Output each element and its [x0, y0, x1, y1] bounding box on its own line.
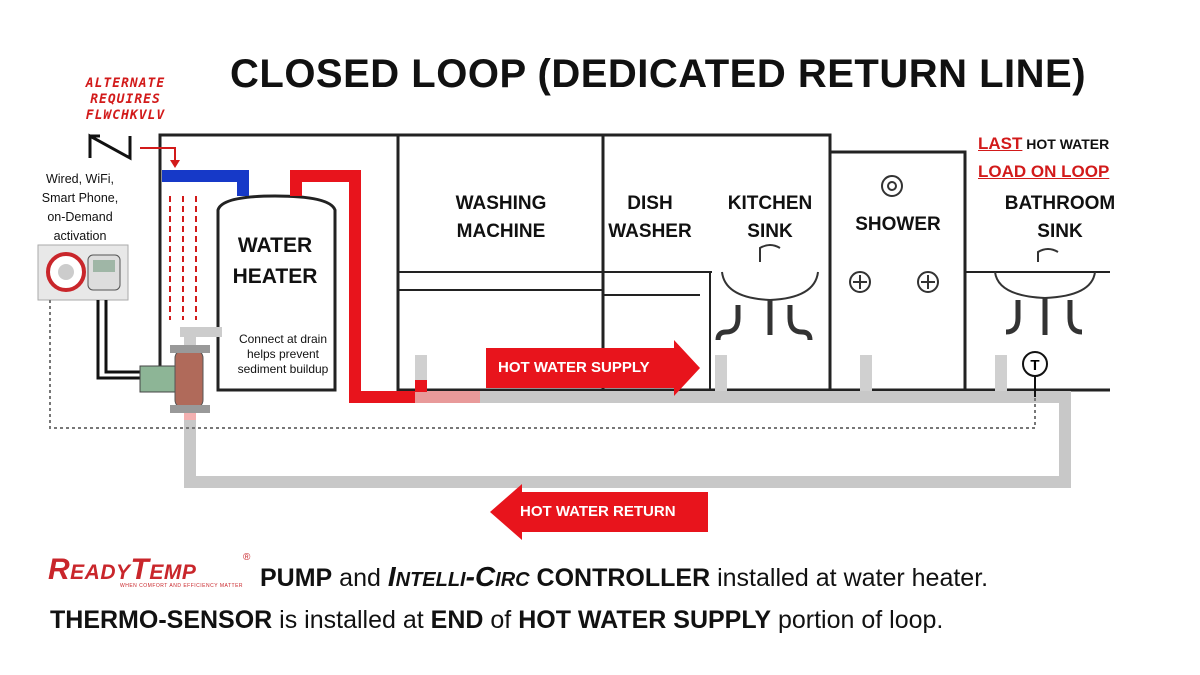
- controller-icon: [37, 244, 129, 301]
- alternate-note-line: FLWCHKVLV: [85, 108, 166, 123]
- brand-tagline: WHEN COMFORT AND EFFICIENCY MATTER: [120, 583, 244, 589]
- caption-line-1: PUMP and Intelli-Circ CONTROLLER install…: [260, 561, 988, 593]
- control-wires: [96, 300, 140, 380]
- thermo-sensor-icon: T: [1022, 351, 1048, 397]
- caption-line-2: THERMO-SENSOR is installed at END of HOT…: [50, 606, 943, 635]
- drain-note: Connect at drain helps prevent sediment …: [224, 332, 342, 377]
- drain-note-line: Connect at drain: [238, 332, 328, 346]
- caption-word: installed at water heater.: [710, 564, 989, 592]
- supply-arrow: [486, 340, 700, 396]
- water-heater-line: HEATER: [232, 265, 318, 288]
- return-arrow: [490, 484, 708, 540]
- shower-stub: [860, 355, 872, 391]
- return-arrow-label: HOT WATER RETURN: [520, 503, 676, 520]
- pump-icon: [139, 345, 210, 413]
- caption-word: THERMO-SENSOR: [50, 606, 273, 634]
- washer-stub-red: [415, 380, 427, 392]
- water-heater-label: WATER HEATER: [220, 230, 330, 292]
- kitchen-sink-label: KITCHEN SINK: [720, 190, 820, 246]
- alternate-note-line: ALTERNATE: [85, 76, 166, 91]
- trademark-symbol: ®: [243, 552, 251, 563]
- cold-inlet-pipe: [162, 170, 249, 196]
- water-heater-line: WATER: [237, 234, 313, 257]
- sensor-wire: [49, 300, 1036, 429]
- caption-word: Intelli-Circ: [387, 561, 530, 592]
- bathroom-sink-icon: [994, 248, 1096, 335]
- drain-note-line: sediment buildup: [237, 362, 329, 376]
- controller-note: Wired, WiFi, Smart Phone, on-Demand acti…: [25, 170, 135, 246]
- alternate-note: ALTERNATE REQUIRES FLWCHKVLV: [58, 76, 193, 124]
- caption-word: of: [483, 606, 519, 634]
- sensor-symbol: T: [1030, 357, 1039, 374]
- caption-word: is installed at: [272, 606, 431, 634]
- check-valve-icon: [88, 133, 132, 161]
- shower-label: SHOWER: [855, 214, 941, 235]
- caption-word: END: [430, 606, 484, 634]
- water-heater-tank: [216, 194, 337, 392]
- caption-word: HOT WATER SUPPLY: [518, 606, 772, 634]
- last-load-note: LAST HOT WATER LOAD ON LOOP: [978, 130, 1109, 185]
- alternate-note-line: REQUIRES: [90, 92, 161, 107]
- dish-washer-label: DISH WASHER: [600, 190, 700, 246]
- controller-note-line: Wired, WiFi,: [45, 172, 115, 186]
- hot-supply-pipe: [290, 170, 420, 403]
- alternate-path-lines: [169, 196, 197, 320]
- last-word: LAST: [978, 134, 1023, 153]
- house-outline: [158, 133, 1110, 392]
- brand-logo: ReadyTemp: [48, 553, 197, 586]
- fixture-label-line: SINK: [1037, 221, 1083, 242]
- fixture-label-line: WASHER: [608, 221, 692, 242]
- fixture-label-line: WASHING: [455, 193, 547, 214]
- fixture-label-line: DISH: [627, 193, 673, 214]
- load-on-loop: LOAD ON LOOP: [978, 162, 1110, 181]
- shower-knob-icon: [849, 271, 939, 293]
- drain-note-line: helps prevent: [246, 347, 320, 361]
- page-title: CLOSED LOOP (DEDICATED RETURN LINE): [230, 52, 1087, 96]
- caption-word: portion of loop.: [771, 606, 944, 634]
- shower-stall: [828, 150, 967, 392]
- fixture-label-line: KITCHEN: [727, 193, 813, 214]
- fixture-label-line: MACHINE: [456, 221, 546, 242]
- alternate-arrow: [140, 147, 176, 162]
- return-loop-pipe: [184, 391, 1071, 488]
- kitchen-stub: [715, 355, 727, 391]
- fixture-label-line: SINK: [747, 221, 793, 242]
- bathroom-sink-label: BATHROOM SINK: [985, 190, 1135, 246]
- caption-word: PUMP: [260, 564, 333, 592]
- supply-arrow-label: HOT WATER SUPPLY: [498, 359, 650, 376]
- kitchen-sink-icon: [715, 244, 819, 341]
- controller-note-line: Smart Phone,: [41, 191, 119, 205]
- controller-note-line: activation: [53, 229, 107, 243]
- washing-machine-label: WASHING MACHINE: [436, 190, 566, 246]
- controller-note-line: on-Demand: [47, 210, 113, 224]
- caption-word: and: [332, 564, 388, 592]
- fixture-label-line: BATHROOM: [1004, 193, 1116, 214]
- shower-head-icon: [881, 175, 903, 197]
- caption-word: CONTROLLER: [529, 564, 711, 592]
- bath-stub: [995, 355, 1007, 391]
- hot-water-word: HOT WATER: [1022, 136, 1110, 152]
